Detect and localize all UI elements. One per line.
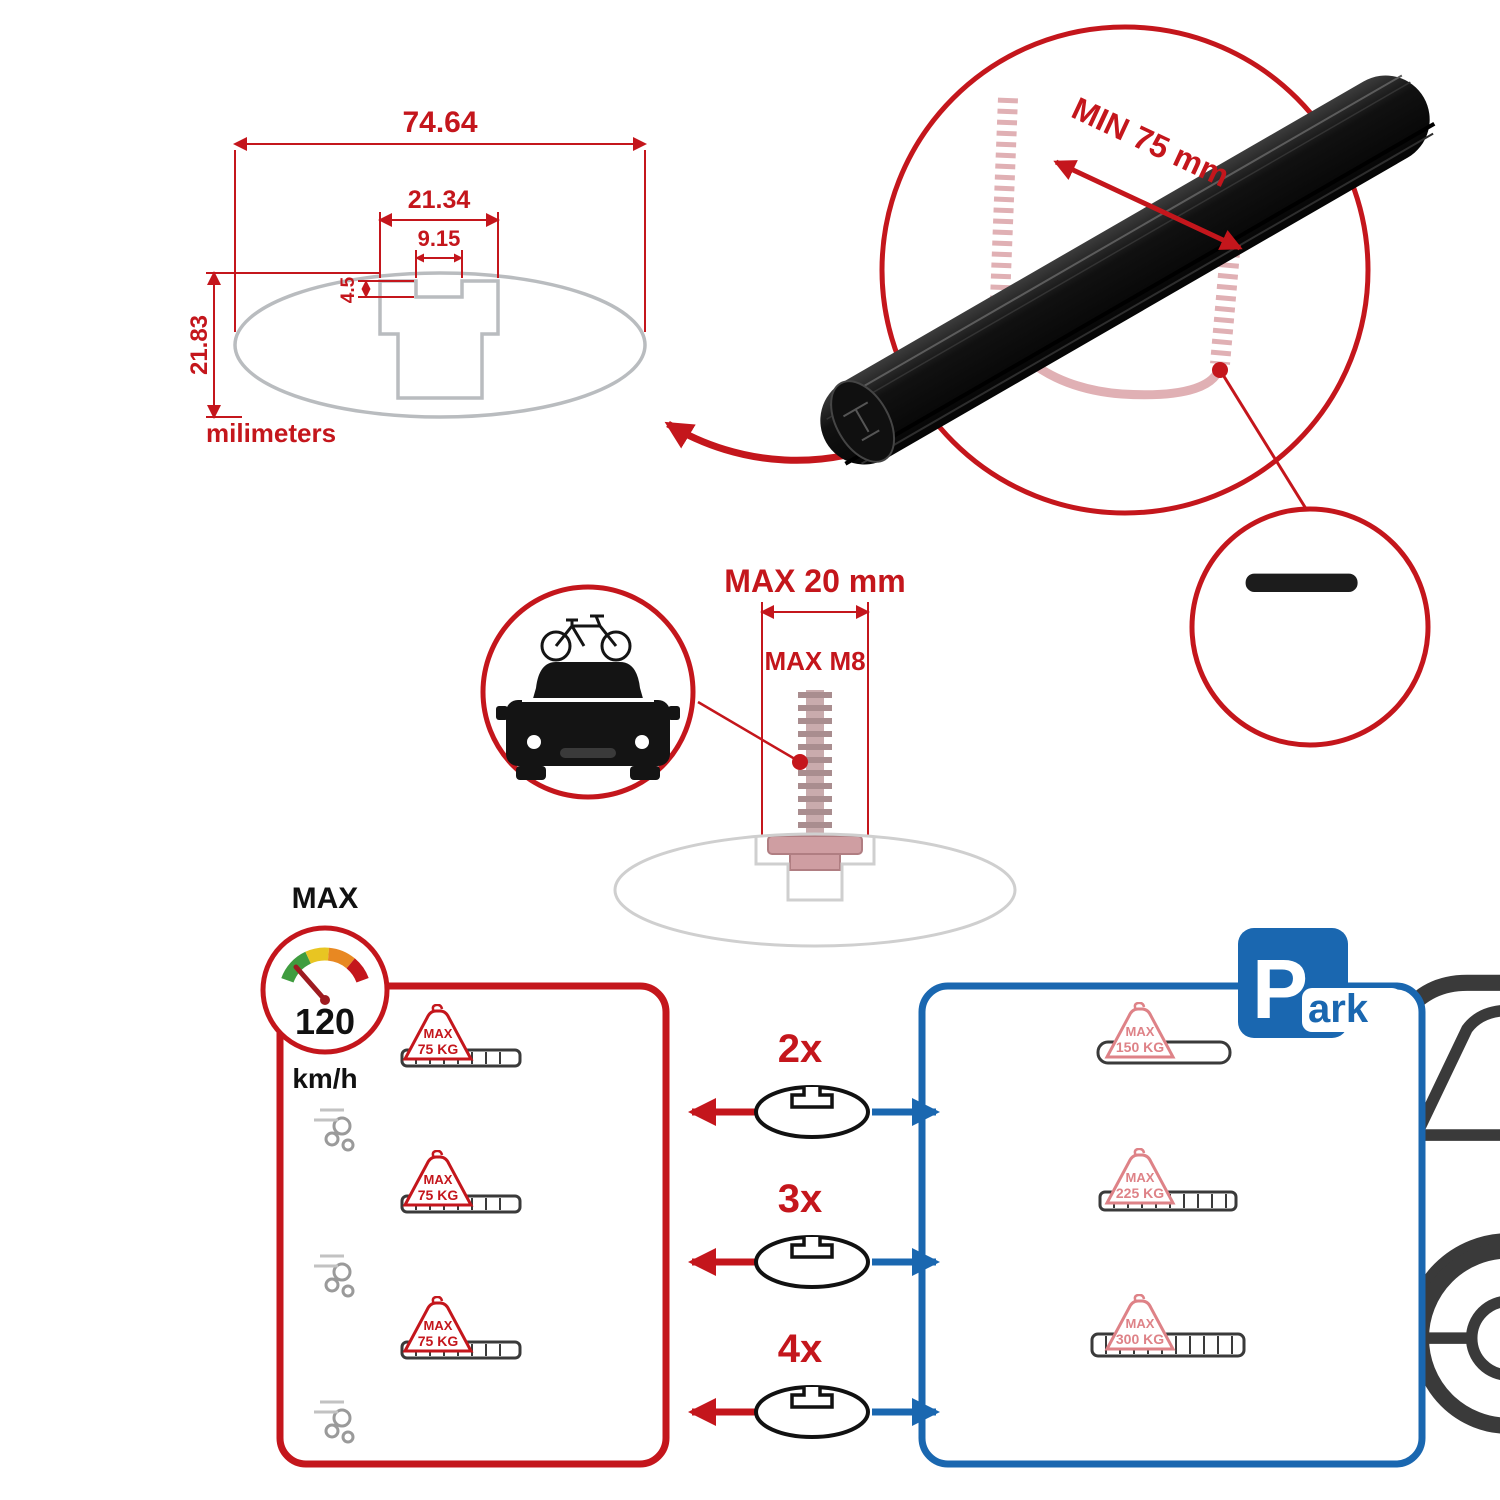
crossbar-3d bbox=[820, 74, 1436, 466]
multiplier-label: 4x bbox=[778, 1327, 823, 1371]
ghost-clamp-left-rod bbox=[990, 97, 1018, 301]
bolt-t-head bbox=[767, 835, 863, 855]
units-label: milimeters bbox=[206, 418, 336, 448]
crossbar-cross-section-ellipse bbox=[233, 271, 647, 419]
bolt-dim-extension-lines bbox=[761, 602, 869, 835]
gauge-circle bbox=[260, 925, 390, 1055]
gauge-max-label: MAX bbox=[292, 882, 359, 915]
multiplier-label: 2x bbox=[778, 1027, 823, 1071]
car-front-icon bbox=[496, 662, 680, 780]
crossbar-highlight-3 bbox=[861, 132, 1434, 465]
ghost-channel bbox=[754, 836, 876, 902]
dim-channel-width-label: 21.34 bbox=[408, 186, 471, 214]
park-sign-letter: P bbox=[1252, 942, 1308, 1036]
park-sign-notch bbox=[1302, 988, 1402, 1032]
dim-slot-depth-label: 4.5 bbox=[338, 276, 359, 303]
ghost-cross-section bbox=[613, 832, 1017, 948]
park-sign-suffix: ark bbox=[1308, 987, 1369, 1031]
vehicle-roofbox-circle bbox=[1189, 506, 1500, 1426]
min-span-arrow bbox=[1053, 159, 1243, 251]
load-tag-weight: 75 KG bbox=[418, 1041, 459, 1057]
load-tag-title: MAX bbox=[1126, 1316, 1155, 1331]
dim-total-width-extension-lines bbox=[234, 150, 646, 332]
load-tag-title: MAX bbox=[424, 1172, 453, 1187]
gauge-value: 120 bbox=[295, 1001, 355, 1042]
park-sign: P ark bbox=[1238, 928, 1402, 1038]
bicycle-icon bbox=[540, 614, 632, 662]
driving-car-3: MAX 75 KG bbox=[314, 1296, 522, 1444]
speed-gauge: MAX 120 km/h bbox=[260, 882, 390, 1094]
load-tag-weight: 75 KG bbox=[418, 1333, 459, 1349]
roofbox-icon bbox=[1245, 573, 1358, 592]
crossbar-end-profile bbox=[842, 401, 880, 442]
leader-to-vehicle-circle bbox=[1218, 369, 1310, 513]
dimension-drawing: 74.64 21.34 9.15 4.5 21.83 milimeters bbox=[186, 106, 647, 448]
load-tag-title: MAX bbox=[1126, 1170, 1155, 1185]
parked-car-2: MAX 225 KG bbox=[1098, 1148, 1238, 1212]
bar-section-icon bbox=[754, 1235, 870, 1289]
gauge-needle bbox=[293, 964, 328, 1003]
load-tag-title: MAX bbox=[424, 1318, 453, 1333]
dim-total-width-label: 74.64 bbox=[402, 106, 477, 139]
driving-car-1: MAX 75 KG bbox=[314, 1004, 522, 1152]
vehicle-circle bbox=[1189, 506, 1431, 748]
suv-with-roofbox bbox=[1245, 573, 1500, 1426]
parked-car-1: MAX 150 KG bbox=[1096, 1002, 1232, 1065]
multiplier-row-3: 4x bbox=[688, 1327, 940, 1439]
gauge-pivot bbox=[320, 995, 330, 1005]
crossbar-body bbox=[820, 75, 1430, 465]
parked-panel bbox=[918, 982, 1426, 1468]
bolt-diagram: MAX 20 mm MAX M8 bbox=[480, 563, 1017, 948]
gauge-units: km/h bbox=[292, 1063, 357, 1094]
bar-section-icon bbox=[754, 1085, 870, 1139]
bolt-max-width-label: MAX 20 mm bbox=[724, 563, 905, 599]
multiplier-row-1: 2x bbox=[688, 1027, 940, 1139]
smoke-puffs bbox=[314, 1254, 355, 1298]
dim-slot-width-label: 9.15 bbox=[418, 226, 461, 251]
smoke-puffs bbox=[314, 1108, 355, 1152]
multiplier-row-2: 3x bbox=[688, 1177, 940, 1289]
driving-car-2: MAX 75 KG bbox=[314, 1150, 522, 1298]
load-tag-title: MAX bbox=[1126, 1024, 1155, 1039]
bar-section-icon bbox=[754, 1385, 870, 1439]
parked-car-3: MAX 300 KG bbox=[1090, 1294, 1246, 1358]
smoke-puffs bbox=[314, 1400, 355, 1444]
load-tag-title: MAX bbox=[424, 1026, 453, 1041]
driving-panel bbox=[276, 982, 670, 1468]
crossbar-highlight-2 bbox=[826, 81, 1411, 420]
load-tag-weight: 75 KG bbox=[418, 1187, 459, 1203]
bolt-t-stem bbox=[789, 853, 841, 871]
t-slot-channel-profile bbox=[378, 279, 500, 400]
leader-from-car-circle bbox=[697, 700, 801, 764]
bolt-max-thread-label: MAX M8 bbox=[764, 646, 865, 676]
load-tag-weight: 150 KG bbox=[1116, 1039, 1164, 1055]
car-front-bike-circle bbox=[480, 584, 696, 800]
crossbar-groove bbox=[844, 122, 1436, 466]
load-tag-weight: 300 KG bbox=[1116, 1331, 1164, 1347]
load-tag-weight: 225 KG bbox=[1116, 1185, 1164, 1201]
multiplier-label: 3x bbox=[778, 1177, 823, 1221]
dim-total-height-label: 21.83 bbox=[186, 315, 213, 375]
crossbar-render-detail: MIN 75 mm bbox=[820, 24, 1436, 516]
